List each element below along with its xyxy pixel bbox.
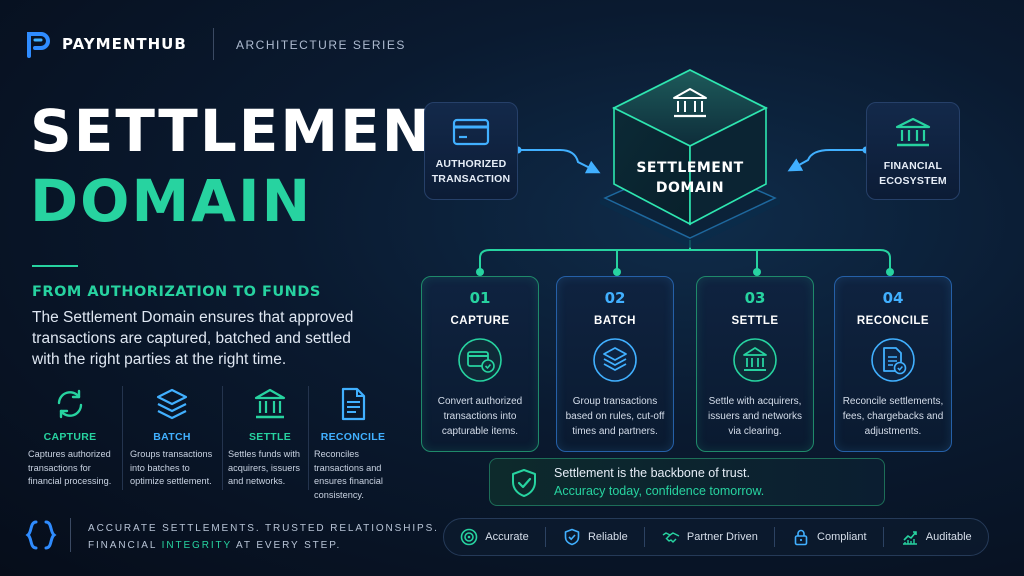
series-label: ARCHITECTURE SERIES (236, 38, 406, 52)
document-check-icon (871, 338, 915, 382)
step-text: Settle with acquirers, issuers and netwo… (708, 396, 802, 437)
mini-step-text: Groups transactions into batches to opti… (130, 449, 213, 486)
layers-icon (156, 388, 188, 420)
shield-check-icon (512, 469, 536, 497)
brand: PAYMENTHUB (26, 30, 187, 58)
mini-step-text: Settles funds with acquirers, issuers an… (228, 449, 301, 486)
trust-banner: Settlement is the backbone of trust. Acc… (489, 458, 885, 506)
mini-step-batch: BATCH Groups transactions into batches t… (126, 386, 218, 489)
value-label: Auditable (925, 531, 972, 543)
mini-step-settle: SETTLE Settles funds with acquirers, iss… (224, 386, 316, 489)
value-label: Accurate (485, 531, 529, 543)
bank-icon (673, 88, 707, 118)
step-text: Group transactions based on rules, cut-o… (565, 396, 665, 437)
divider (774, 527, 776, 547)
mini-step-capture: CAPTURE Captures authorized transactions… (24, 386, 116, 489)
cycle-icon (57, 389, 83, 419)
bank-icon (895, 117, 931, 147)
card-check-icon (458, 338, 502, 382)
step-number: 01 (469, 289, 491, 307)
side-box-label: FINANCIAL ECOSYSTEM (879, 160, 947, 187)
value-label: Reliable (587, 531, 628, 543)
step-card-batch: 02 BATCH Group transactions based on rul… (556, 276, 674, 452)
mini-step-label: RECONCILE (320, 431, 386, 443)
mini-step-text: Reconciles transactions and ensures fina… (314, 449, 383, 500)
authorized-transaction-box: AUTHORIZED TRANSACTION (424, 102, 518, 200)
footer-line1: ACCURATE SETTLEMENTS. TRUSTED RELATIONSH… (88, 523, 439, 534)
step-title: RECONCILE (856, 315, 930, 327)
step-title: SETTLE (731, 315, 779, 327)
footer-highlight: INTEGRITY (161, 540, 232, 551)
footer-tagline: ACCURATE SETTLEMENTS. TRUSTED RELATIONSH… (88, 520, 439, 554)
footer-line2: FINANCIAL INTEGRITY AT EVERY STEP. (88, 540, 342, 551)
step-title: CAPTURE (450, 315, 510, 327)
header-divider (213, 28, 214, 60)
shield-check-icon (564, 528, 580, 546)
bank-icon (733, 338, 777, 382)
divider (883, 527, 885, 547)
mini-step-reconcile: RECONCILE Reconciles transactions and en… (310, 386, 396, 502)
financial-ecosystem-box: FINANCIAL ECOSYSTEM (866, 102, 960, 200)
value-accurate: Accurate (460, 528, 529, 546)
step-number: 03 (744, 289, 766, 307)
step-title: BATCH (594, 315, 636, 327)
value-compliant: Compliant (792, 528, 867, 546)
step-card-capture: 01 CAPTURE Convert authorized transactio… (421, 276, 539, 452)
value-reliable: Reliable (563, 528, 628, 546)
step-number: 02 (604, 289, 626, 307)
mini-step-label: CAPTURE (43, 431, 97, 443)
page-title-line2: DOMAIN (30, 167, 313, 235)
layers-icon (593, 338, 637, 382)
hub-label: SETTLEMENT DOMAIN (636, 160, 744, 196)
lock-icon (794, 529, 808, 546)
document-icon (341, 387, 366, 421)
footer-divider (70, 518, 71, 552)
value-label: Compliant (817, 531, 867, 543)
divider (222, 386, 223, 490)
page-title-line1: SETTLEMENT (30, 97, 474, 165)
divider (545, 527, 547, 547)
accent-rule (32, 265, 78, 267)
description: The Settlement Domain ensures that appro… (32, 309, 354, 368)
hub-cube (600, 68, 780, 248)
value-label: Partner Driven (686, 531, 758, 543)
bank-icon (254, 388, 286, 419)
settlement-domain-hub: SETTLEMENT DOMAIN (590, 62, 790, 262)
divider (644, 527, 646, 547)
trust-line1: Settlement is the backbone of trust. (554, 466, 750, 480)
target-icon (460, 528, 478, 546)
trust-line2: Accuracy today, confidence tomorrow. (554, 484, 765, 498)
subtitle: FROM AUTHORIZATION TO FUNDS (32, 284, 321, 300)
step-card-settle: 03 SETTLE Settle with acquirers, issuers… (696, 276, 814, 452)
card-icon (452, 118, 490, 146)
paymenthub-logo-icon (27, 32, 50, 58)
mini-step-text: Captures authorized transactions for fin… (28, 449, 112, 486)
value-auditable: Auditable (901, 528, 972, 546)
divider (122, 386, 123, 490)
step-number: 04 (882, 289, 904, 307)
step-text: Reconcile settlements, fees, chargebacks… (842, 396, 944, 437)
chart-trend-icon (902, 531, 917, 545)
mini-step-label: SETTLE (248, 431, 292, 443)
values-bar: Accurate Reliable Partner Driven Complia… (443, 518, 989, 556)
value-partner-driven: Partner Driven (662, 528, 758, 546)
brand-name: PAYMENTHUB (62, 35, 187, 53)
step-text: Convert authorized transactions into cap… (437, 396, 523, 437)
divider (308, 386, 309, 490)
handshake-icon (662, 532, 680, 543)
side-box-label: AUTHORIZED TRANSACTION (431, 158, 511, 185)
step-card-reconcile: 04 RECONCILE Reconcile settlements, fees… (834, 276, 952, 452)
mini-step-label: BATCH (153, 431, 191, 443)
code-braces-icon (25, 520, 57, 550)
